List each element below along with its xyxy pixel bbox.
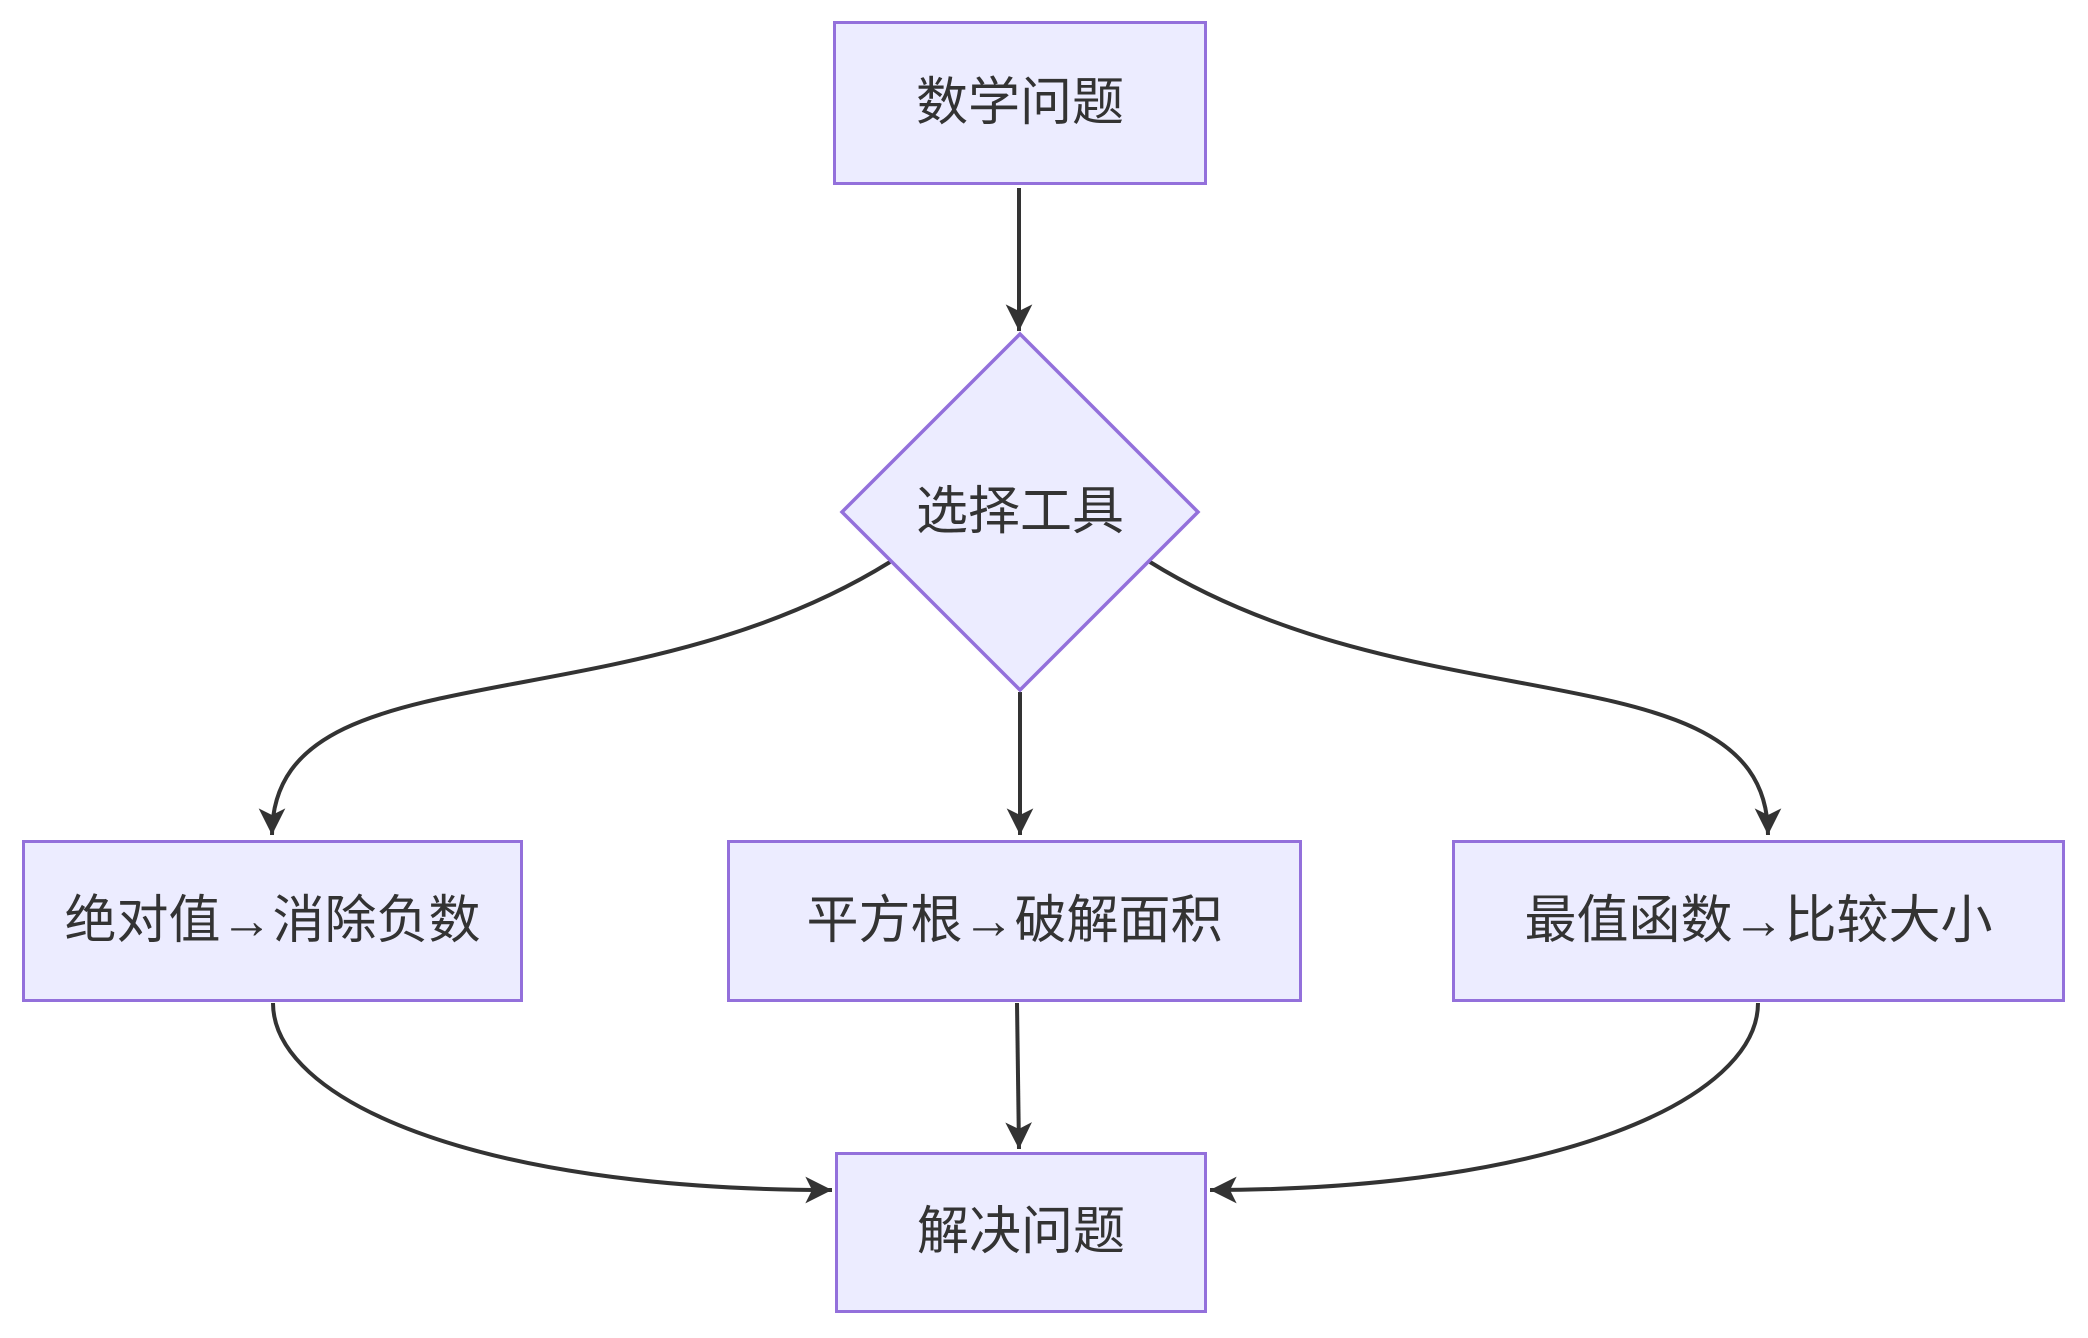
node-choose-tool: 选择工具 <box>842 334 1198 690</box>
edge-tool-minmax-to-solve <box>1209 1002 1760 1204</box>
node-solve-problem-label: 解决问题 <box>916 1203 1125 1262</box>
node-math-problem: 数学问题 <box>833 21 1207 185</box>
edge-tool-abs-to-solve <box>271 1002 833 1204</box>
node-square-root-label: 平方根→破解面积 <box>806 891 1223 950</box>
node-square-root: 平方根→破解面积 <box>727 840 1302 1002</box>
node-absolute-value-label: 绝对值→消除负数 <box>64 891 481 950</box>
node-minmax-function: 最值函数→比较大小 <box>1452 840 2065 1002</box>
node-math-problem-label: 数学问题 <box>915 73 1124 132</box>
node-minmax-function-label: 最值函数→比较大小 <box>1524 891 1993 950</box>
edge-decision-to-tool-abs <box>258 560 892 836</box>
node-solve-problem: 解决问题 <box>835 1152 1207 1313</box>
node-choose-tool-label: 选择工具 <box>915 482 1124 541</box>
edge-decision-to-tool-minmax <box>1148 560 1782 836</box>
decision-diamond-shape <box>839 331 1201 693</box>
edge-tool-sqrt-to-solve <box>1005 1002 1032 1150</box>
node-absolute-value: 绝对值→消除负数 <box>22 840 523 1002</box>
